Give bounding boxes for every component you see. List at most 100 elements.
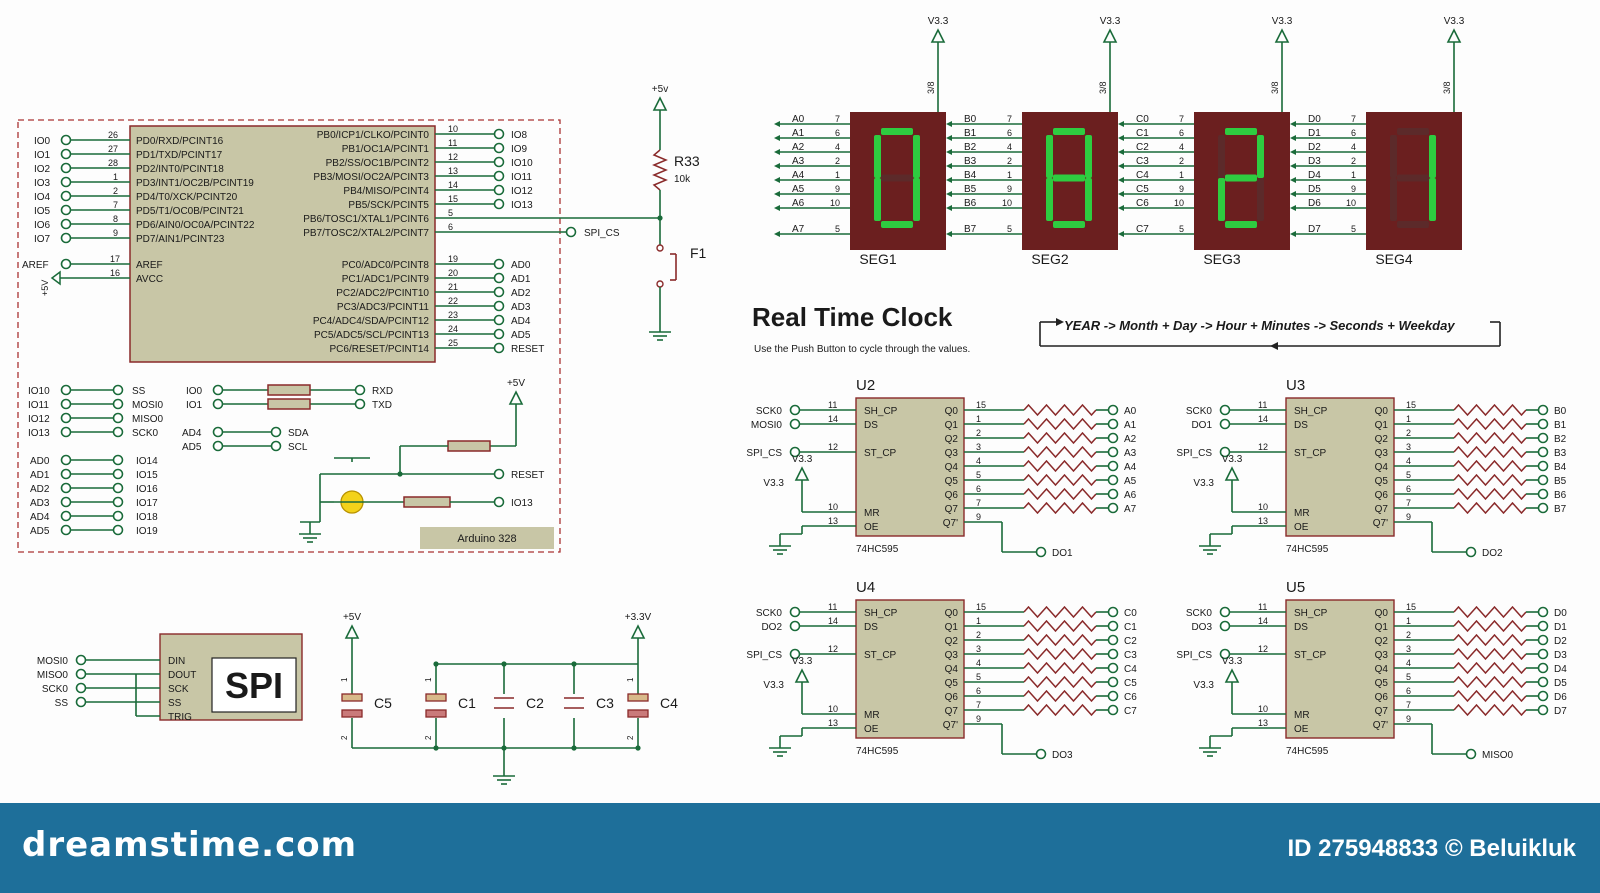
adc-label: AD0 bbox=[511, 260, 531, 271]
chip-pin-label: PD7/AIN1/PCINT23 bbox=[136, 234, 225, 245]
sr-pin-number: 2 bbox=[1406, 428, 1411, 438]
button-f1-label: F1 bbox=[690, 245, 707, 261]
sr-out-terminal bbox=[1107, 676, 1119, 688]
aref-label: AREF bbox=[22, 260, 49, 271]
sr-pin-number: 14 bbox=[828, 616, 838, 626]
sr-pin-label: DS bbox=[1294, 622, 1308, 633]
spi-terminal bbox=[75, 696, 87, 708]
chip-pin-label: PC4/ADC4/SDA/PCINT12 bbox=[313, 316, 430, 327]
adc-terminal bbox=[493, 328, 505, 340]
cap-plate-plus bbox=[341, 693, 363, 702]
sr-pin-number: 5 bbox=[976, 470, 981, 480]
sr-pin-number: 13 bbox=[828, 516, 838, 526]
sr-pin-label: Q0 bbox=[1375, 406, 1389, 417]
sr-chain-label: DO3 bbox=[1052, 750, 1073, 761]
aref-terminal bbox=[60, 258, 72, 270]
seg-pin-number: 10 bbox=[830, 198, 840, 208]
seg-pin-label: C5 bbox=[1136, 184, 1149, 195]
sr-pin-label: Q7' bbox=[943, 720, 958, 731]
sr-pin-number: 15 bbox=[1406, 400, 1416, 410]
seg-pin-label: C3 bbox=[1136, 156, 1149, 167]
sr-out-resistor bbox=[1023, 417, 1097, 431]
segment-a bbox=[1397, 128, 1429, 135]
r33-value: 10k bbox=[674, 174, 691, 185]
cap-supply-5v: +5V bbox=[343, 612, 361, 623]
seg-name: SEG3 bbox=[1203, 251, 1241, 267]
image-credit: ID 275948833 © Beluikluk bbox=[1287, 835, 1576, 862]
sr-pin-number: 9 bbox=[1406, 714, 1411, 724]
sr-out-terminal bbox=[1537, 620, 1549, 632]
sr-out-resistor bbox=[1023, 661, 1097, 675]
sr-input-terminal bbox=[1219, 620, 1231, 632]
ad-label: IO19 bbox=[136, 526, 158, 537]
segment-b bbox=[1429, 135, 1436, 178]
brand-logo: dreamstime.com bbox=[22, 825, 358, 865]
sr-out-resistor bbox=[1023, 675, 1097, 689]
chip-pin-label: PD1/TXD/PCINT17 bbox=[136, 150, 223, 161]
sr-input-terminal bbox=[789, 418, 801, 430]
sr-pin-label: OE bbox=[1294, 522, 1309, 533]
seg-supply-label: V3.3 bbox=[928, 16, 949, 27]
pin-number: 25 bbox=[448, 338, 458, 348]
sr-pin-label: MR bbox=[1294, 710, 1310, 721]
pin-number: 2 bbox=[113, 186, 118, 196]
ad-terminal bbox=[112, 454, 124, 466]
seg-pin-number: 7 bbox=[1351, 114, 1356, 124]
seg-pin-label: B6 bbox=[964, 198, 977, 209]
segment-d bbox=[881, 221, 913, 228]
sr-pin-number: 1 bbox=[1406, 616, 1411, 626]
seg-pin-number: 5 bbox=[835, 224, 840, 234]
seg-pin-arrow bbox=[774, 177, 780, 183]
page-title: Real Time Clock bbox=[752, 302, 953, 332]
sr-input-label: SPI_CS bbox=[1176, 650, 1212, 661]
map-terminal bbox=[112, 412, 124, 424]
seg-pin-arrow bbox=[1290, 191, 1296, 197]
sr-pin-number: 3 bbox=[1406, 644, 1411, 654]
seg-pin-number: 4 bbox=[1007, 142, 1012, 152]
sr-out-label: D5 bbox=[1554, 678, 1567, 689]
sr-out-resistor bbox=[1023, 431, 1097, 445]
pin-number: 27 bbox=[108, 144, 118, 154]
sr-pin-number: 6 bbox=[976, 686, 981, 696]
supply-arrow bbox=[1274, 28, 1290, 43]
pin-number: 1 bbox=[113, 172, 118, 182]
sr-out-label: C4 bbox=[1124, 664, 1137, 675]
sr-pin-label: ST_CP bbox=[864, 650, 897, 661]
sr-out-terminal bbox=[1537, 704, 1549, 716]
subtitle: Use the Push Button to cycle through the… bbox=[754, 344, 970, 355]
sr-out-label: B5 bbox=[1554, 476, 1567, 487]
chip-pin-label: PD2/INT0/PCINT18 bbox=[136, 164, 224, 175]
sr-pin-number: 12 bbox=[1258, 644, 1268, 654]
sr-input-terminal bbox=[1219, 648, 1231, 660]
sr-input-terminal bbox=[789, 404, 801, 416]
sr-chain-terminal bbox=[1465, 546, 1477, 558]
seg-pin-arrow bbox=[774, 121, 780, 127]
map-terminal bbox=[112, 384, 124, 396]
sr-out-terminal bbox=[1107, 432, 1119, 444]
sr-out-resistor bbox=[1023, 703, 1097, 717]
chip-pin-label: PD3/INT1/OC2B/PCINT19 bbox=[136, 178, 254, 189]
footer-bar: dreamstime.com ID 275948833 © Beluikluk bbox=[0, 803, 1600, 893]
seg-pin-arrow bbox=[946, 191, 952, 197]
sr-out-resistor bbox=[1023, 403, 1097, 417]
ad-label: IO14 bbox=[136, 456, 158, 467]
seg-pin-arrow bbox=[946, 205, 952, 211]
segment-g bbox=[1397, 174, 1429, 182]
sr-out-label: C0 bbox=[1124, 608, 1137, 619]
cap-pin-number: 1 bbox=[340, 677, 349, 682]
seg-pin-label: A2 bbox=[792, 142, 805, 153]
pin-number: 24 bbox=[448, 324, 458, 334]
i2c-terminal bbox=[270, 426, 282, 438]
ad-label: IO16 bbox=[136, 484, 158, 495]
io-label: IO3 bbox=[34, 178, 51, 189]
ad-terminal bbox=[60, 524, 72, 536]
sr-input-terminal bbox=[1219, 606, 1231, 618]
sr-out-resistor bbox=[1453, 633, 1527, 647]
seg-pin-number: 9 bbox=[1179, 184, 1184, 194]
spi-terminal bbox=[75, 654, 87, 666]
sr-out-label: A0 bbox=[1124, 406, 1137, 417]
sr-pin-label: DS bbox=[864, 622, 878, 633]
spi-terminal bbox=[75, 682, 87, 694]
map-terminal bbox=[112, 398, 124, 410]
sr-out-label: A4 bbox=[1124, 462, 1137, 473]
